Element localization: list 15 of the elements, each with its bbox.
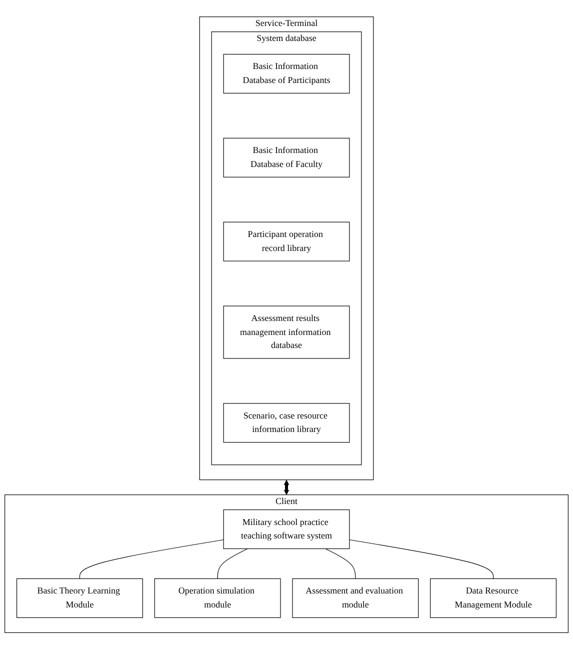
- node-box: Basic Information Database of Participants: [223, 54, 350, 94]
- node-box: Military school practice teaching software system: [223, 510, 350, 550]
- connector: [325, 548, 356, 580]
- node-box: Participant operation record library: [223, 222, 350, 262]
- node-box: Scenario, case resource information library: [223, 403, 350, 443]
- connector: [217, 548, 248, 580]
- node-box: Assessment results management information database: [223, 306, 350, 360]
- node-box: Basic Information Database of Faculty: [223, 138, 350, 178]
- node-box: Assessment and evaluation module: [292, 578, 419, 618]
- connector: [79, 540, 224, 580]
- arrow: [284, 480, 290, 496]
- node-box: Operation simulation module: [154, 578, 281, 618]
- connector: [349, 540, 494, 580]
- node-box: Basic Theory Learning Module: [16, 578, 143, 618]
- node-box: Data Resource Management Module: [430, 578, 557, 618]
